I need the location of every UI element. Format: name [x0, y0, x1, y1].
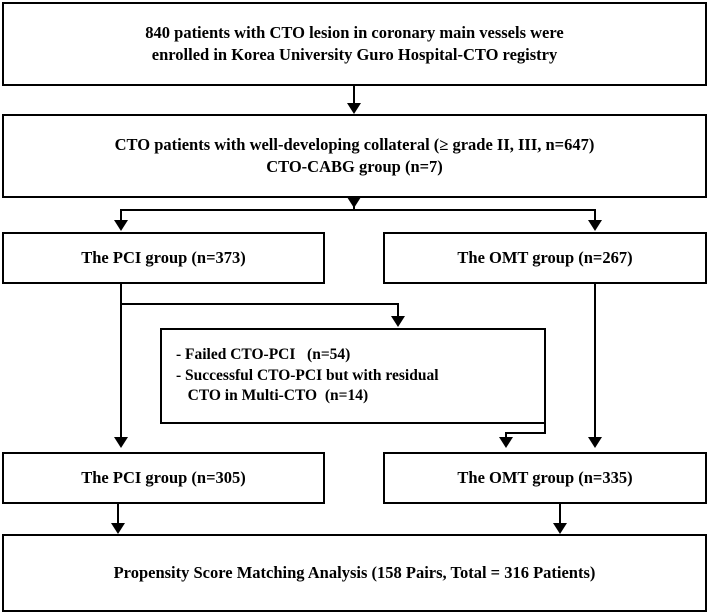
- node-propensity-score-matching: Propensity Score Matching Analysis (158 …: [2, 534, 707, 612]
- node-enrolled-line2: enrolled in Korea University Guro Hospit…: [151, 45, 558, 64]
- node-excluded-cto-pci: - Failed CTO-PCI (n=54) - Successful CTO…: [160, 328, 546, 424]
- connector-pci305-to-psm: [117, 504, 119, 524]
- node-omt-group-267: The OMT group (n=267): [383, 232, 707, 284]
- node-omt-335-label: The OMT group (n=335): [457, 467, 633, 487]
- connector-collateral-split-bar: [120, 209, 596, 211]
- connector-omt335-to-psm: [559, 504, 561, 524]
- node-omt-group-335: The OMT group (n=335): [383, 452, 707, 504]
- node-enrolled-patients: 840 patients with CTO lesion in coronary…: [2, 2, 707, 86]
- connector-pci373-to-excluded-horizontal: [120, 303, 399, 305]
- arrowhead-excluded-to-omt335: [499, 437, 513, 448]
- arrowhead-split-to-pci-373: [114, 220, 128, 231]
- node-pci-373-label: The PCI group (n=373): [81, 247, 246, 267]
- node-excluded-line1: - Failed CTO-PCI (n=54): [176, 345, 351, 363]
- connector-split-right-drop: [594, 209, 596, 222]
- connector-enrolled-to-collateral-stem: [353, 86, 355, 104]
- connector-excluded-to-omt335-drop1: [544, 424, 546, 434]
- node-excluded-line2: - Successful CTO-PCI but with residual: [176, 366, 439, 384]
- connector-excluded-to-omt335-horizontal: [505, 432, 546, 434]
- connector-pci373-trunk: [120, 284, 122, 437]
- arrowhead-collateral-split-center: [347, 197, 361, 208]
- connector-excluded-to-omt335-drop2: [505, 432, 507, 438]
- arrowhead-pci373-to-pci305: [114, 437, 128, 448]
- node-pci-305-label: The PCI group (n=305): [81, 467, 246, 487]
- node-pci-group-305: The PCI group (n=305): [2, 452, 325, 504]
- connector-split-left-drop: [120, 209, 122, 222]
- node-pci-group-373: The PCI group (n=373): [2, 232, 325, 284]
- arrowhead-omt267-to-omt335: [588, 437, 602, 448]
- arrowhead-pci373-to-excluded: [391, 316, 405, 327]
- arrowhead-omt335-to-psm: [553, 523, 567, 534]
- node-psm-label: Propensity Score Matching Analysis (158 …: [113, 562, 596, 582]
- node-cto-collateral: CTO patients with well-developing collat…: [2, 114, 707, 198]
- node-omt-267-label: The OMT group (n=267): [457, 247, 633, 267]
- arrowhead-enrolled-to-collateral: [347, 103, 361, 114]
- connector-pci373-to-excluded-drop: [397, 303, 399, 319]
- node-enrolled-line1: 840 patients with CTO lesion in coronary…: [145, 22, 564, 42]
- node-collateral-line2: CTO-CABG group (n=7): [266, 157, 443, 176]
- node-collateral-line1: CTO patients with well-developing collat…: [114, 134, 595, 154]
- node-excluded-line3: CTO in Multi-CTO (n=14): [176, 387, 369, 405]
- connector-omt267-to-omt335: [594, 284, 596, 437]
- arrowhead-split-to-omt-267: [588, 220, 602, 231]
- arrowhead-pci305-to-psm: [111, 523, 125, 534]
